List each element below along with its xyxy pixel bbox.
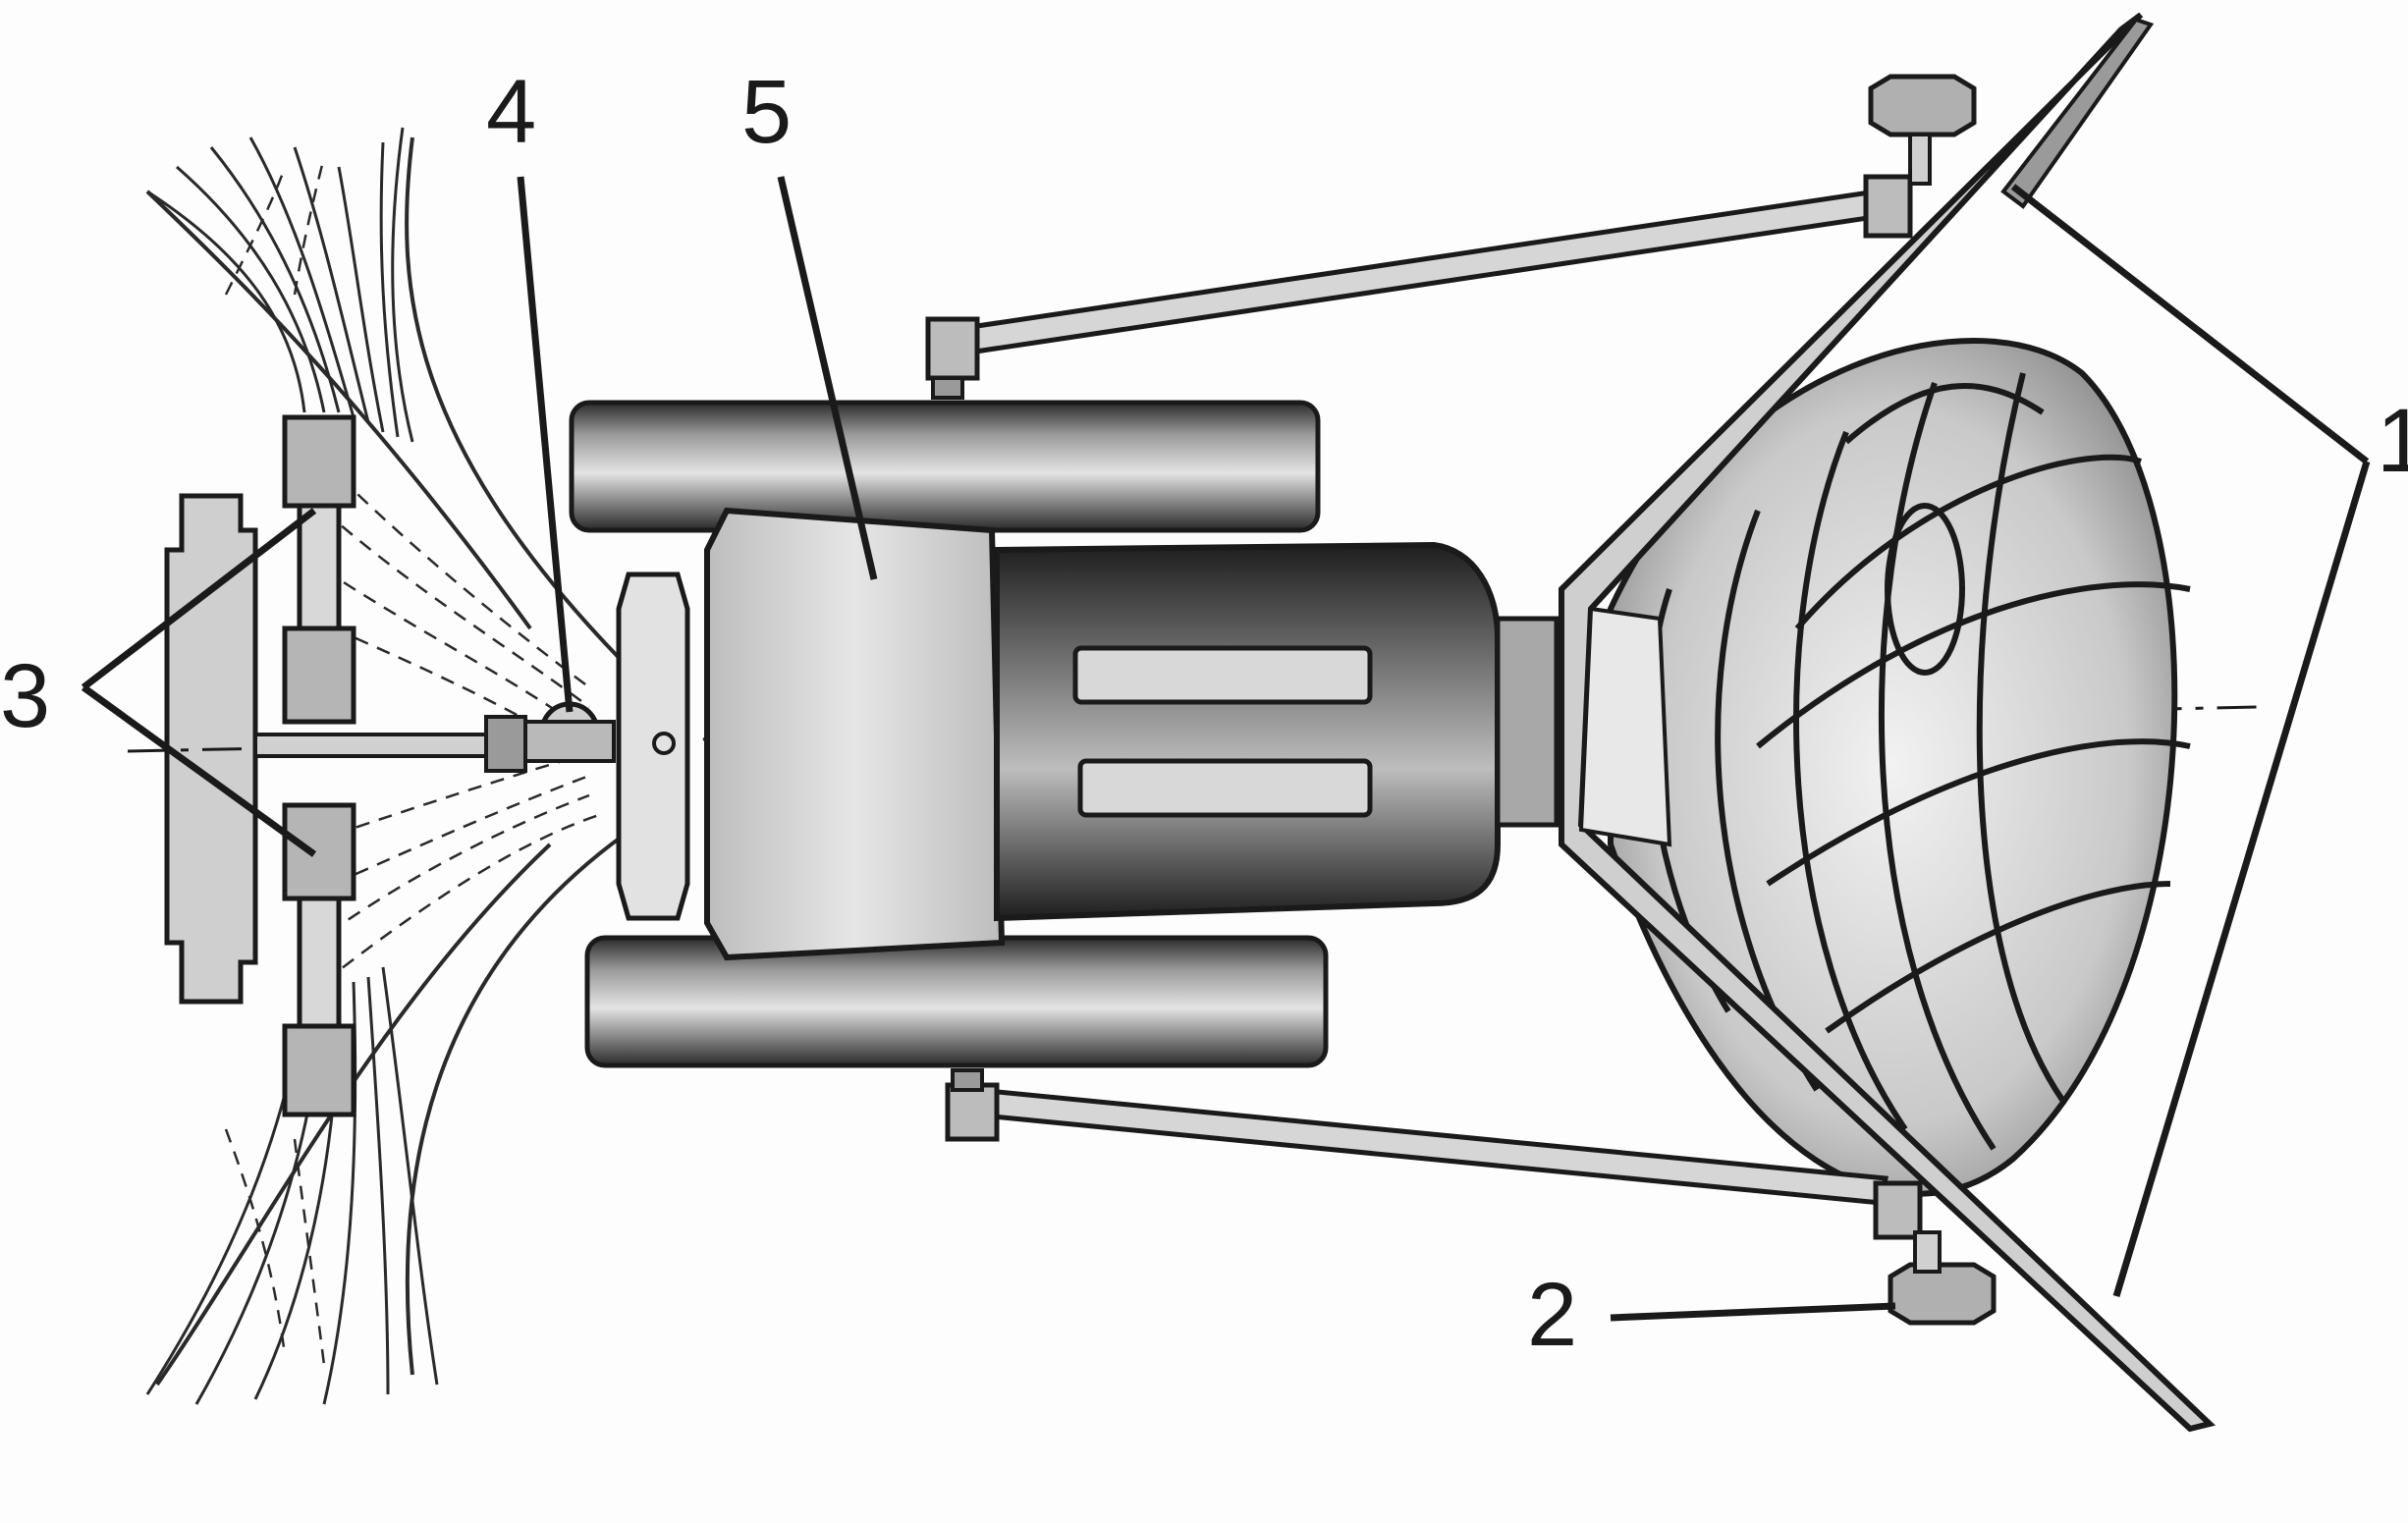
leader-line-1a — [2010, 184, 2370, 464]
conical-head — [1559, 12, 2216, 1433]
motor-body — [994, 541, 1560, 922]
upper-drum — [569, 400, 1321, 533]
adjustment-nut — [1888, 1230, 1997, 1326]
leader-line-5 — [777, 176, 878, 580]
callout-label-5: 5 — [741, 62, 792, 162]
lower-tie-rod — [945, 1068, 1923, 1240]
callout-label-3: 3 — [0, 646, 50, 746]
gearbox-housing — [704, 507, 1006, 961]
callout-label-1: 1 — [2377, 391, 2408, 491]
upper-grip — [282, 414, 356, 725]
leader-line-3b — [81, 684, 317, 857]
callout-label-4: 4 — [486, 62, 536, 162]
callout-label-2: 2 — [1527, 1265, 1577, 1365]
lower-grip — [282, 802, 356, 1117]
upper-tie-rod — [925, 74, 1977, 400]
leader-line-1b — [2112, 460, 2371, 1298]
leader-line-2 — [1610, 1302, 1896, 1322]
leader-line-4 — [517, 176, 574, 713]
leader-lines — [81, 176, 2371, 1322]
flange-disk — [616, 571, 690, 921]
lower-drum — [584, 935, 1329, 1068]
shaft-coupling — [253, 701, 616, 773]
leader-line-3a — [81, 508, 317, 690]
